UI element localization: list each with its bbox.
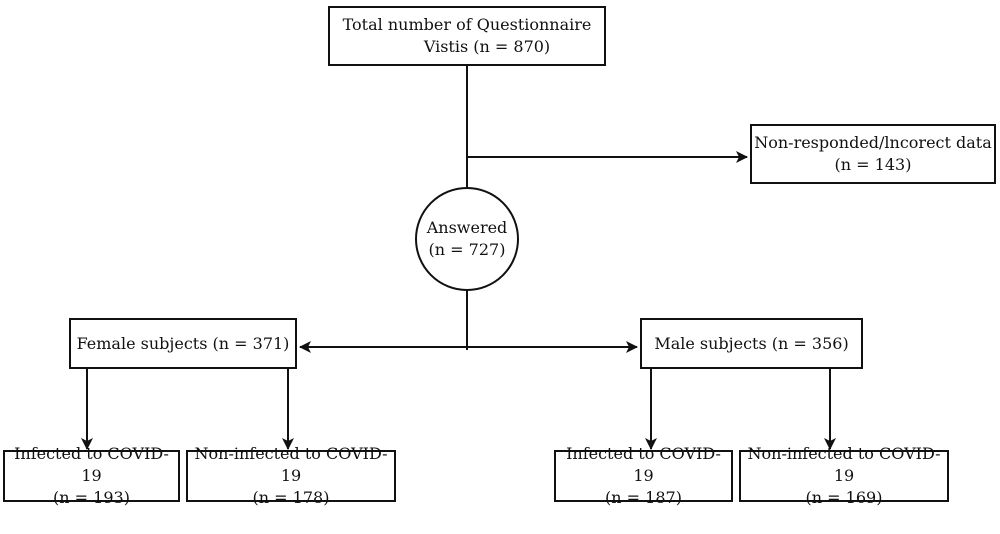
female-noninfected-count: (n = 178) [252, 488, 330, 507]
total-visits-count: Vistis (n = 870) [423, 37, 551, 56]
total-visits-title: Total number of Questionnaire [342, 15, 592, 34]
male-noninfected-title: Non-infected to COVID-19 [747, 444, 941, 485]
excluded-title: Non-responded/lncorect data [754, 133, 992, 152]
male-infected-count: (n = 187) [605, 488, 682, 507]
answered-node: Answered (n = 727) [415, 187, 519, 291]
female-infected-box: Infected to COVID-19 (n = 193) [3, 444, 180, 507]
female-infected-count: (n = 193) [53, 488, 130, 507]
female-subjects-label: Female subjects (n = 371) [76, 333, 290, 353]
male-subjects-box: Male subjects (n = 356) [640, 318, 863, 369]
male-infected-title: Infected to COVID-19 [566, 444, 721, 485]
answered-title: Answered [426, 218, 508, 237]
female-infected-title: Infected to COVID-19 [14, 444, 169, 485]
total-visits-box: Total number of Questionnaire Vistis (n … [328, 6, 606, 66]
male-noninfected-count: (n = 169) [805, 488, 883, 507]
excluded-box: Non-responded/lncorect data (n = 143) [750, 124, 996, 184]
female-subjects-box: Female subjects (n = 371) [69, 318, 297, 369]
excluded-count: (n = 143) [834, 155, 912, 174]
male-noninfected-box: Non-infected to COVID-19 (n = 169) [739, 444, 949, 507]
female-noninfected-title: Non-infected to COVID-19 [194, 444, 388, 485]
male-infected-box: Infected to COVID-19 (n = 187) [554, 444, 733, 507]
male-subjects-label: Male subjects (n = 356) [654, 333, 849, 353]
answered-count: (n = 727) [428, 240, 506, 259]
female-noninfected-box: Non-infected to COVID-19 (n = 178) [186, 444, 396, 507]
